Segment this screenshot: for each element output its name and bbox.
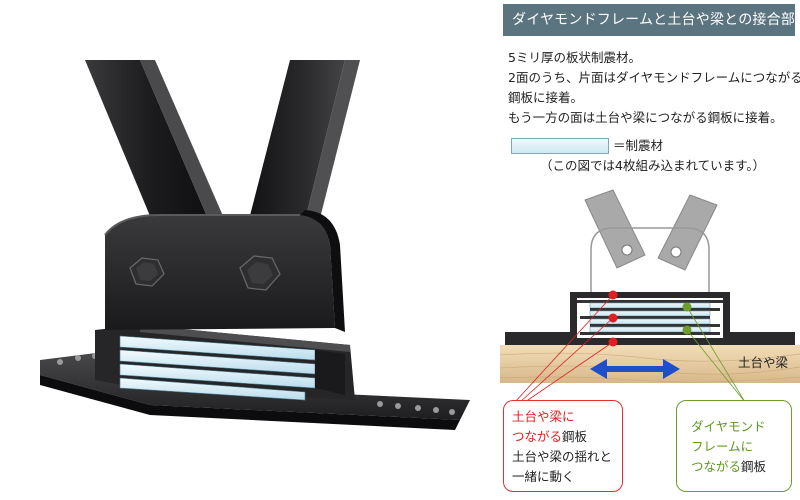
page-title: ダイヤモンドフレームと土台や梁との接合部 xyxy=(503,4,795,36)
damper-plate xyxy=(589,326,711,333)
description-line: もう一方の面は土台や梁につながる鋼板に接着。 xyxy=(508,110,783,125)
callout-line: 土台や梁の揺れと xyxy=(512,449,613,464)
legend-label: ＝制震材 xyxy=(613,138,664,153)
steel-plate xyxy=(590,308,720,311)
callout-line: ダイヤモンド xyxy=(691,419,766,434)
hex-bolt-icon xyxy=(239,255,281,291)
callout-line: つながる鋼板 xyxy=(512,429,588,444)
sill-label: 土台や梁 xyxy=(738,355,789,370)
gusset-outline xyxy=(590,227,710,298)
red-connection-markers xyxy=(514,290,618,403)
callout-sill-plate: 土台や梁に つながる鋼板 土台や梁の揺れと 一緒に動く xyxy=(503,400,623,492)
description-line: 2面のうち、片面はダイヤモンドフレームにつながる xyxy=(508,70,800,85)
diamond-frame-arms xyxy=(85,60,360,240)
damper-plates-3d xyxy=(119,335,345,401)
description-line: 鋼板に接着。 xyxy=(508,90,584,105)
legend-note: （この図では4枚組み込まれています。） xyxy=(540,158,766,173)
callout-line: 土台や梁に xyxy=(512,409,575,424)
hex-bolt-icon xyxy=(129,257,165,287)
damper-plate xyxy=(589,302,711,309)
steel-plate xyxy=(580,332,720,335)
gusset-plate xyxy=(104,210,345,332)
green-connection-markers xyxy=(682,302,746,403)
steel-plate xyxy=(590,324,720,327)
cross-section-diagram xyxy=(499,189,800,403)
frame-arm-right xyxy=(657,194,718,271)
callout-frame-plate: ダイヤモンド フレームに つながる鋼板 xyxy=(676,400,792,492)
steel-plate xyxy=(577,300,723,303)
callout-line: つながる鋼板 xyxy=(691,459,767,474)
callout-line: フレームに xyxy=(691,439,754,454)
callout-line: 一緒に動く xyxy=(512,469,575,484)
base-flange xyxy=(40,350,470,430)
frame-arm-left xyxy=(584,189,646,269)
description-line: 5ミリ厚の板状制震材。 xyxy=(508,50,641,65)
damper-plate xyxy=(589,318,711,325)
damper-legend-swatch xyxy=(511,138,609,154)
description: 5ミリ厚の板状制震材。 2面のうち、片面はダイヤモンドフレームにつながる 鋼板に… xyxy=(508,48,800,128)
sway-double-arrow-icon xyxy=(590,359,680,379)
joint-illustration xyxy=(40,60,470,430)
steel-plate xyxy=(580,316,710,319)
